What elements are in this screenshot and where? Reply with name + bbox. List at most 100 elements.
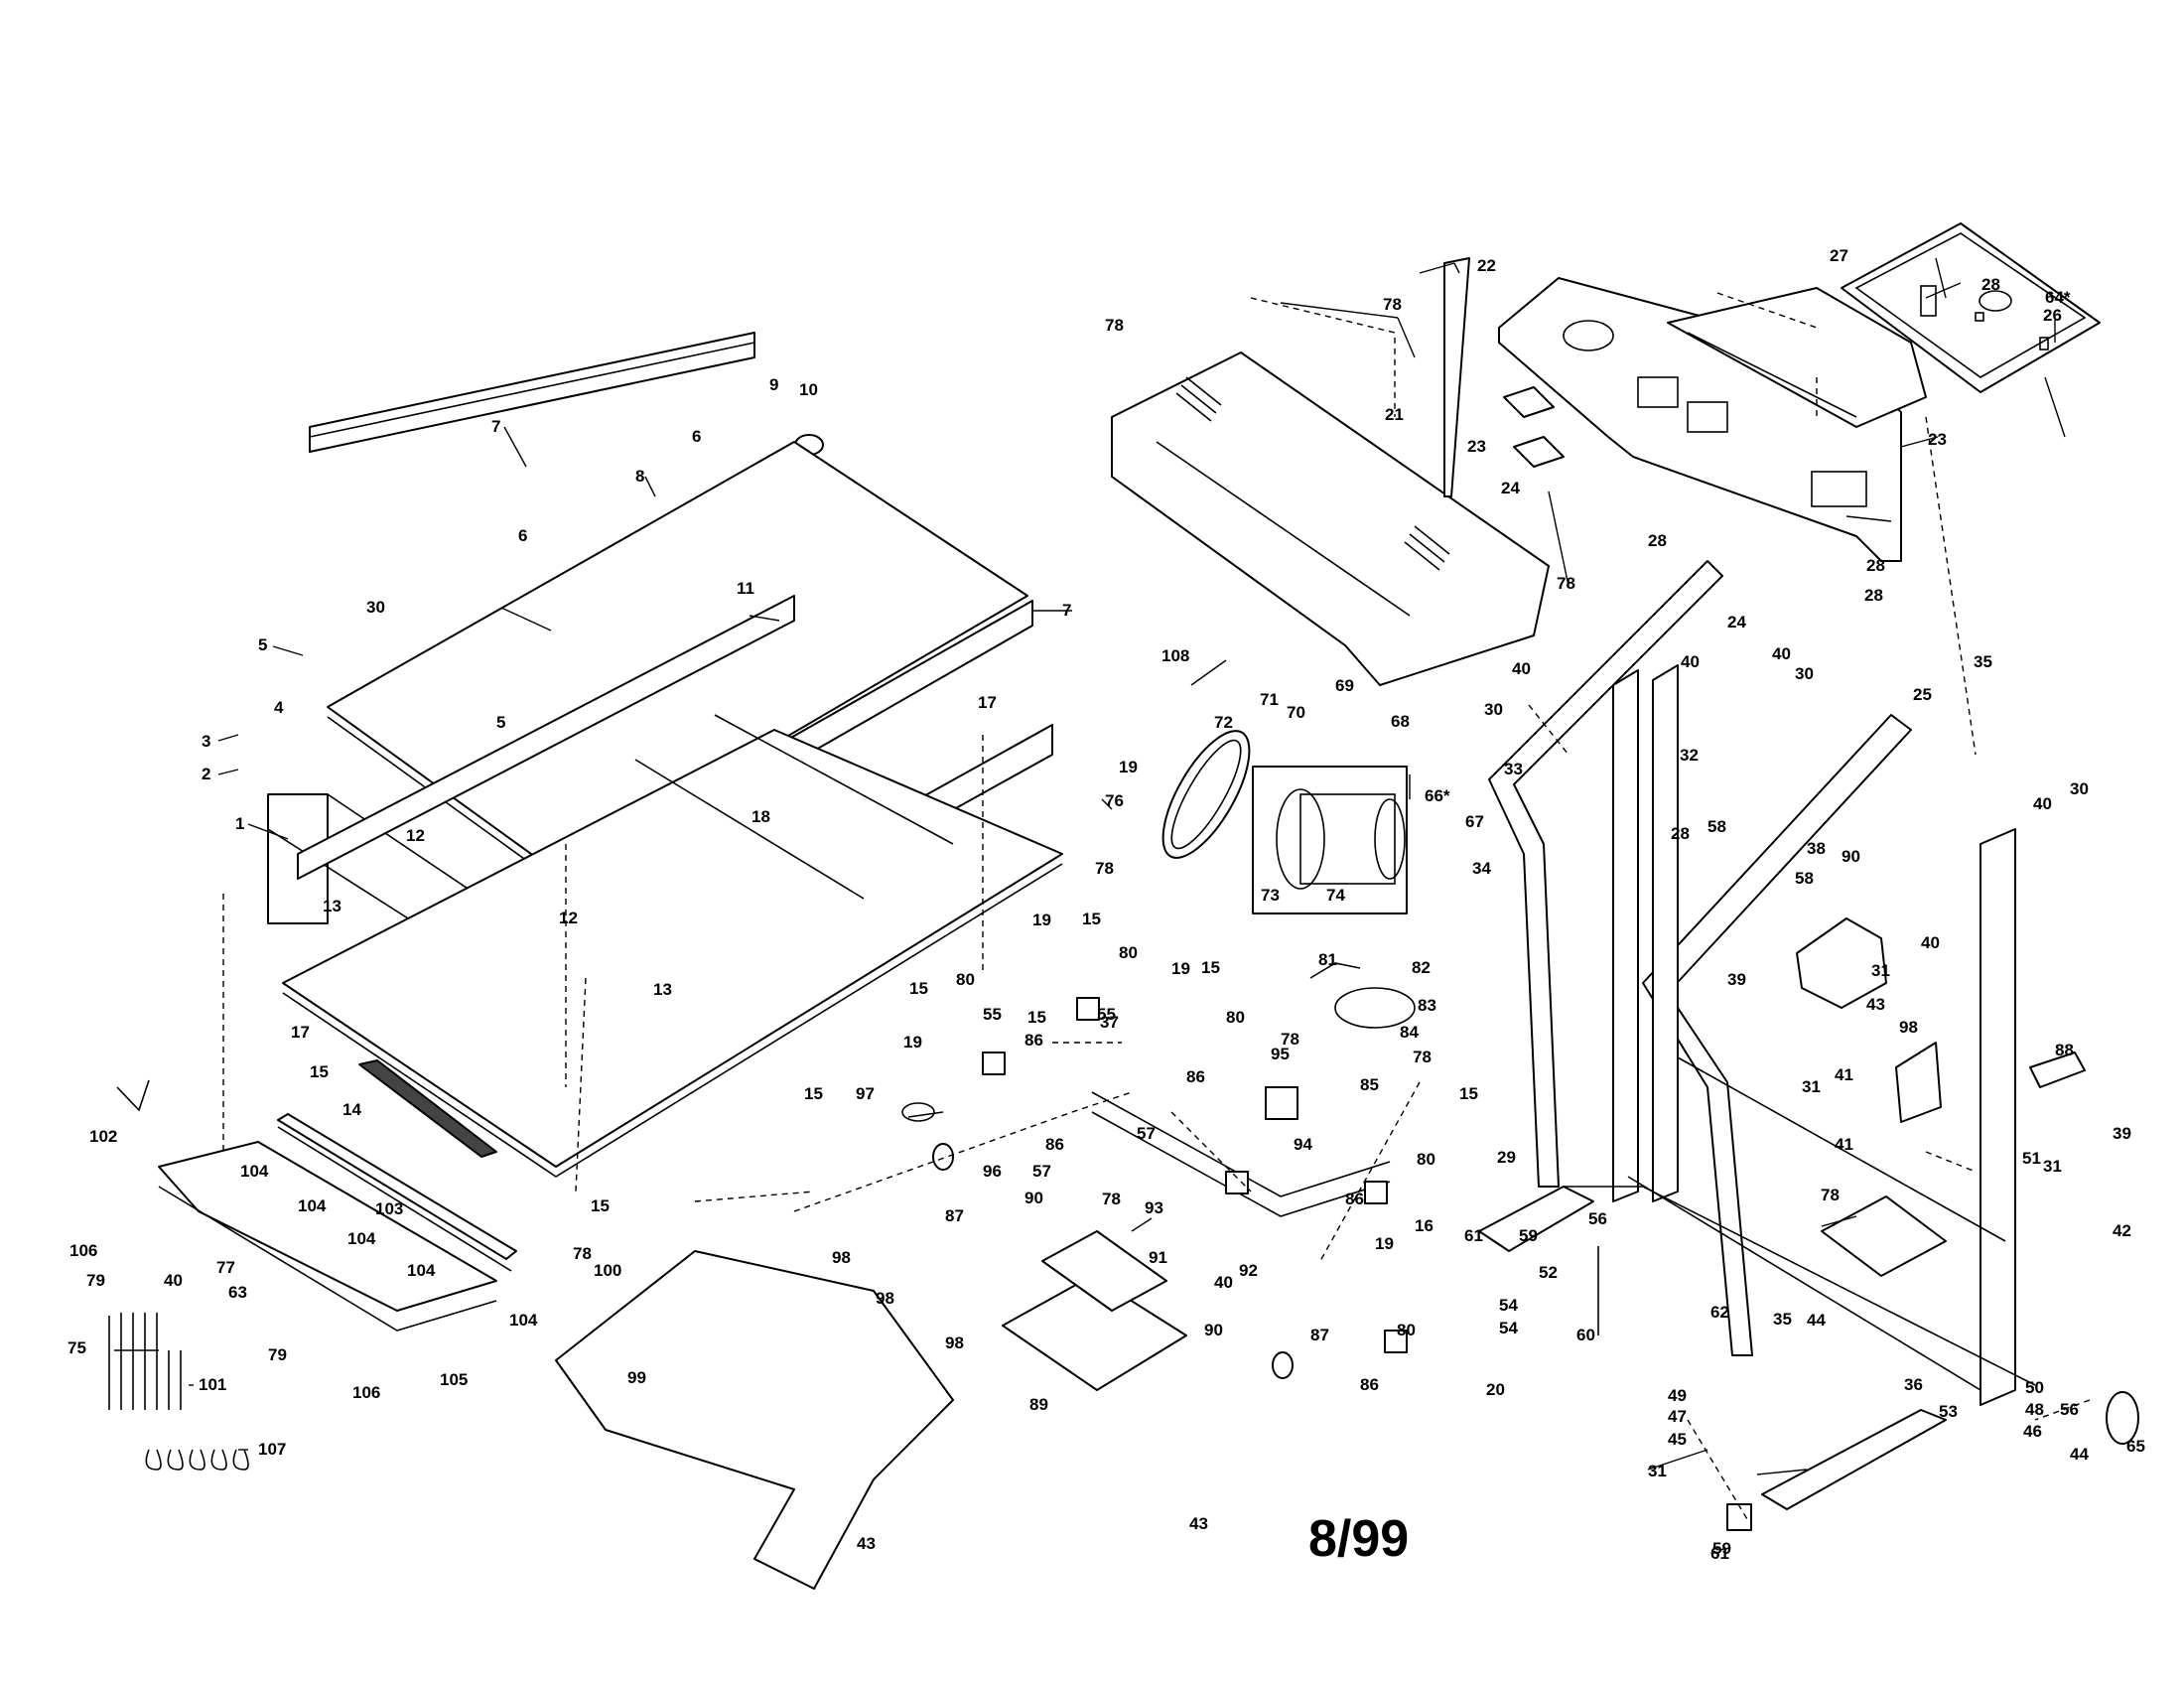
callout-label: 89 [1029, 1395, 1048, 1414]
callout-label: 53 [1939, 1402, 1958, 1421]
callout-label: 29 [1497, 1148, 1516, 1167]
callout-label: 77 [216, 1258, 235, 1277]
callout-label: 98 [1899, 1018, 1918, 1037]
callout-label: 28 [1648, 531, 1667, 550]
left-handrail [1488, 560, 1723, 1188]
deck-assembly [108, 332, 1063, 1471]
callout-label: 60 [1576, 1326, 1595, 1344]
callout-label: 101 [199, 1375, 226, 1394]
callout-label: 80 [1397, 1321, 1416, 1339]
callout-label: 78 [573, 1244, 592, 1263]
callout-label: 80 [956, 970, 975, 989]
callout-label: 81 [1318, 950, 1337, 969]
callout-label: 58 [1707, 817, 1726, 836]
callout-label: 8 [635, 467, 644, 486]
bracket [1364, 1181, 1388, 1204]
callout-label: 78 [1281, 1030, 1299, 1049]
callout-label: 78 [1557, 574, 1575, 593]
callout-label: 106 [352, 1383, 380, 1402]
callout-label: 52 [1539, 1263, 1558, 1282]
leader-lines [114, 257, 2066, 1475]
callout-label: 32 [1680, 746, 1699, 765]
callout-label: 90 [1842, 847, 1860, 866]
callout-label: 18 [751, 807, 770, 826]
callout-label: 5 [258, 635, 267, 654]
console-overlay [1841, 222, 2101, 393]
callout-label: 30 [1484, 700, 1503, 719]
callout-label: 15 [591, 1196, 610, 1215]
callout-label: 106 [69, 1241, 97, 1260]
callout-label: 23 [1928, 430, 1947, 449]
callout-label: 66* [1425, 786, 1450, 805]
callout-label: 7 [491, 417, 500, 436]
callout-label: 31 [2043, 1157, 2062, 1176]
callout-label: 97 [856, 1084, 875, 1103]
callout-label: 37 [1100, 1013, 1119, 1032]
end-cap [1726, 1503, 1752, 1531]
heat-sink [1041, 1230, 1167, 1312]
center-assembly [555, 257, 1565, 1590]
callout-label: 16 [1415, 1216, 1433, 1235]
page-number: 8/99 [1308, 1510, 1410, 1568]
callout-label: 54 [1499, 1296, 1518, 1315]
callout-label: 44 [2070, 1445, 2089, 1464]
callout-label: 98 [832, 1248, 851, 1267]
callout-label: 78 [1105, 316, 1124, 335]
callout-label: 99 [627, 1368, 646, 1387]
callout-label: 33 [1504, 760, 1523, 778]
callout-label: 86 [1345, 1190, 1364, 1208]
callout-label: 44 [1807, 1311, 1826, 1330]
callout-label: 15 [1082, 910, 1101, 928]
callout-label: 28 [1864, 586, 1883, 605]
callout-label: 76 [1105, 791, 1124, 810]
callout-label: 39 [2113, 1124, 2131, 1143]
callout-label: 19 [1032, 911, 1051, 929]
callout-labels: 1 2 3 4 5 5 6 6 7 7 8 9 10 11 12 12 13 1… [68, 246, 2145, 1563]
callout-label: 104 [298, 1196, 327, 1215]
callout-label: 87 [945, 1206, 964, 1225]
callout-label: 68 [1391, 712, 1410, 731]
callout-label: 22 [1477, 256, 1496, 275]
callout-label: 30 [2070, 779, 2089, 798]
callout-label: 5 [496, 713, 505, 732]
callout-label: 90 [1024, 1189, 1043, 1207]
wire-ties [145, 1449, 249, 1471]
callout-label: 98 [945, 1333, 964, 1352]
callout-label: 88 [2055, 1041, 2074, 1059]
callout-label: 67 [1465, 812, 1484, 831]
callout-label: 86 [1360, 1375, 1379, 1394]
callout-label: 78 [1413, 1048, 1432, 1066]
callout-label: 36 [1904, 1375, 1923, 1394]
pad [358, 1059, 497, 1158]
tray [1821, 1195, 1947, 1277]
wheel [2106, 1391, 2139, 1445]
frame-rail-left [297, 595, 795, 880]
decal [1503, 386, 1555, 418]
base-foot-right [1761, 1409, 1947, 1510]
callout-label: 30 [366, 598, 385, 617]
callout-label: 46 [2023, 1422, 2042, 1441]
callout-label: 86 [1045, 1135, 1064, 1154]
callout-label: 78 [1095, 859, 1114, 878]
drive-belt [1161, 730, 1251, 859]
callout-label: 78 [1102, 1190, 1121, 1208]
transformer [1265, 1086, 1298, 1120]
callout-label: 23 [1467, 437, 1486, 456]
callout-label: 26 [2043, 306, 2062, 325]
callout-label: 25 [1913, 685, 1932, 704]
callout-label: 79 [86, 1271, 105, 1290]
upright-rear [1652, 664, 1679, 1202]
callout-label: 48 [2025, 1400, 2044, 1419]
callout-label: 11 [737, 579, 754, 598]
callout-label: 30 [1795, 664, 1814, 683]
callout-label: 56 [1588, 1209, 1607, 1228]
callout-label: 40 [1681, 652, 1700, 671]
callout-label: 15 [804, 1084, 823, 1103]
callout-label: 43 [857, 1534, 876, 1553]
callout-label: 103 [375, 1199, 403, 1218]
callout-label: 40 [1772, 644, 1791, 663]
callout-label: 31 [1871, 961, 1890, 980]
controller-board [1002, 1275, 1187, 1391]
callout-label: 104 [240, 1162, 269, 1181]
belly-pan [555, 1250, 954, 1590]
